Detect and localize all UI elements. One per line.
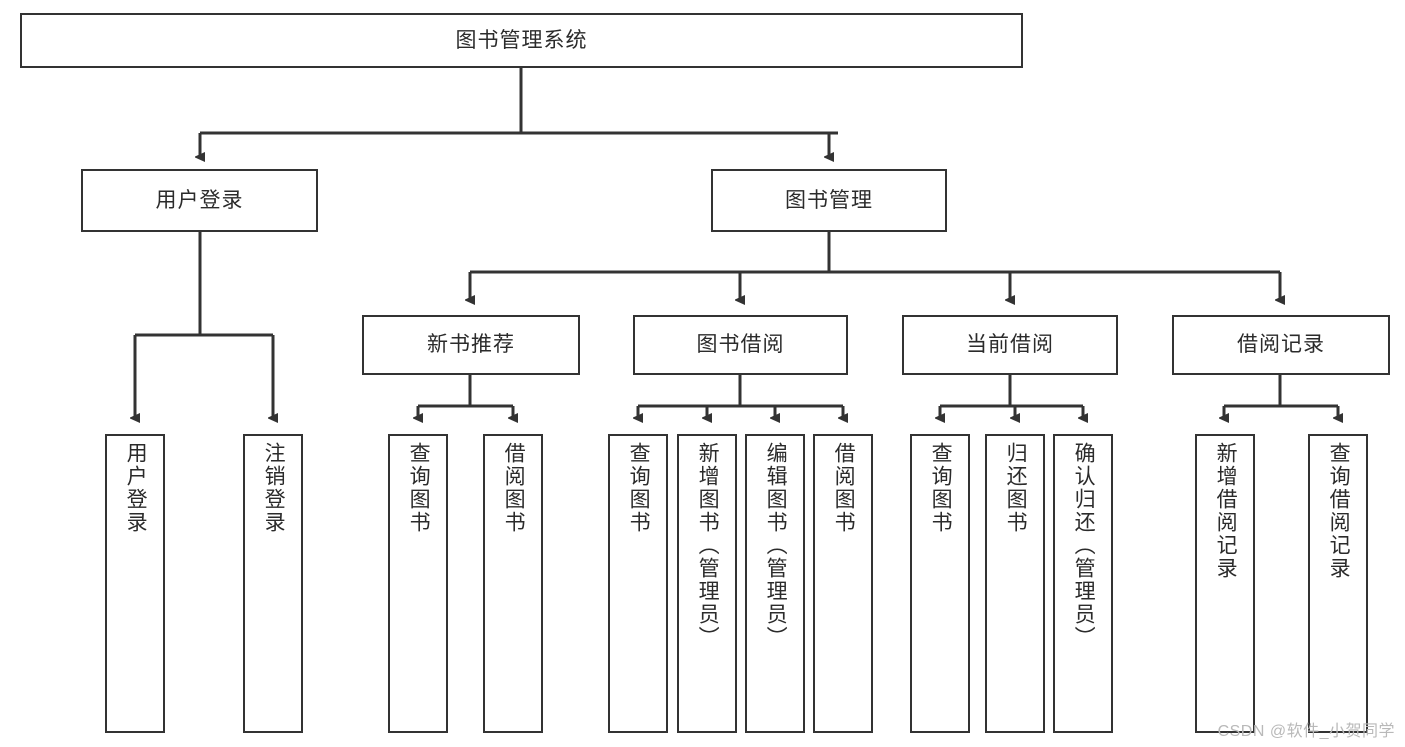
node-book-management-label: 图书管理 <box>785 188 873 212</box>
leaf-current-borrow-query-book[interactable]: 查询图书 <box>910 434 970 733</box>
leaf-label: 新增借阅记录 <box>1214 442 1238 580</box>
leaf-label: 归还图书 <box>1004 442 1028 534</box>
node-book-borrow-label: 图书借阅 <box>696 333 785 357</box>
leaf-book-borrow-query-book[interactable]: 查询图书 <box>608 434 668 733</box>
leaf-new-book-query-book[interactable]: 查询图书 <box>388 434 448 733</box>
leaf-book-borrow-edit-book[interactable]: 编辑图书（管理员） <box>745 434 805 733</box>
leaf-label: 查询图书 <box>627 442 651 534</box>
leaf-current-borrow-return-book[interactable]: 归还图书 <box>985 434 1045 733</box>
leaf-new-book-borrow-book[interactable]: 借阅图书 <box>483 434 543 733</box>
node-borrow-record-label: 借阅记录 <box>1237 333 1325 357</box>
leaf-label: 注销登录 <box>262 442 286 534</box>
node-book-borrow[interactable]: 图书借阅 <box>633 315 848 375</box>
leaf-label: 查询图书 <box>407 442 431 534</box>
leaf-label: 查询借阅记录 <box>1327 442 1351 580</box>
node-user-login-label: 用户登录 <box>155 188 244 212</box>
leaf-label: 确认归还（管理员） <box>1072 442 1096 649</box>
leaf-label: 新增图书（管理员） <box>696 442 720 649</box>
leaf-label: 借阅图书 <box>832 442 856 534</box>
leaf-borrow-record-query-record[interactable]: 查询借阅记录 <box>1308 434 1368 733</box>
leaf-label: 查询图书 <box>929 442 953 534</box>
node-root-label: 图书管理系统 <box>455 28 588 52</box>
leaf-book-borrow-borrow-book[interactable]: 借阅图书 <box>813 434 873 733</box>
watermark: CSDN @软件_小贺同学 <box>1217 723 1395 740</box>
node-user-login[interactable]: 用户登录 <box>81 169 318 232</box>
leaf-user-login-logout[interactable]: 注销登录 <box>243 434 303 733</box>
node-root[interactable]: 图书管理系统 <box>20 13 1023 68</box>
node-new-book-recommend-label: 新书推荐 <box>427 333 515 357</box>
leaf-label: 借阅图书 <box>502 442 526 534</box>
leaf-borrow-record-add-record[interactable]: 新增借阅记录 <box>1195 434 1255 733</box>
node-borrow-record[interactable]: 借阅记录 <box>1172 315 1390 375</box>
leaf-current-borrow-confirm-return[interactable]: 确认归还（管理员） <box>1053 434 1113 733</box>
node-current-borrow-label: 当前借阅 <box>966 333 1054 357</box>
node-current-borrow[interactable]: 当前借阅 <box>902 315 1118 375</box>
node-book-management[interactable]: 图书管理 <box>711 169 947 232</box>
node-new-book-recommend[interactable]: 新书推荐 <box>362 315 580 375</box>
leaf-label: 编辑图书（管理员） <box>764 442 788 649</box>
leaf-user-login-login[interactable]: 用户登录 <box>105 434 165 733</box>
leaf-book-borrow-add-book[interactable]: 新增图书（管理员） <box>677 434 737 733</box>
leaf-label: 用户登录 <box>124 442 148 534</box>
